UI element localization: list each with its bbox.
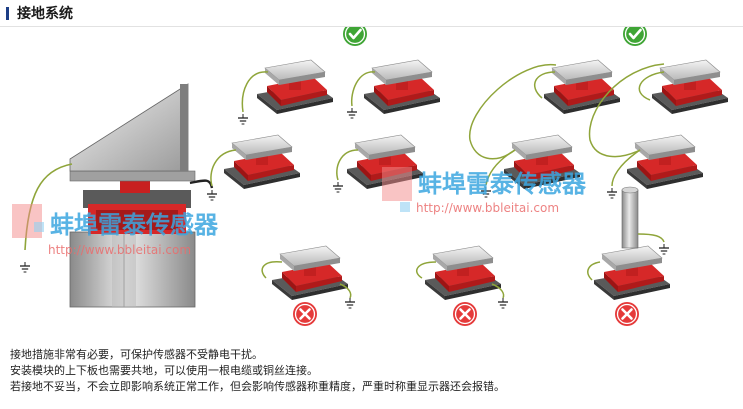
mount-ok-3 [535,60,620,114]
grounding-diagram: 蚌埠雷泰传感器 http://www.bbleitai.com 蚌埠雷泰传感器 … [0,27,743,345]
header-accent-bar [6,7,9,20]
caption-line-3: 若接地不妥当，不会立即影响系统正常工作，但会影响传感器称重精度，严重时称重显示器… [10,379,730,395]
svg-text:http://www.bbleitai.com: http://www.bbleitai.com [48,243,191,257]
mount-bad-3 [588,187,670,300]
mount-ok-1 [238,60,333,124]
caption-line-2: 安装模块的上下板也需要共地，可以使用一根电缆或铜丝连接。 [10,363,730,379]
mount-bad-1 [262,246,355,308]
x-circle-icon [293,302,317,326]
svg-text:蚌埠雷泰传感器: 蚌埠雷泰传感器 [418,170,587,198]
x-circle-icon [453,302,477,326]
section-header: 接地系统 [6,4,73,22]
mount-ok-4 [639,60,728,114]
mount-ok-2 [347,60,440,118]
caption-line-1: 接地措施非常有必要，可保护传感器不受静电干扰。 [10,347,730,363]
x-circle-icon [615,302,639,326]
check-circle-icon [623,27,647,46]
watermark-left: 蚌埠雷泰传感器 http://www.bbleitai.com [12,204,219,257]
svg-text:蚌埠雷泰传感器: 蚌埠雷泰传感器 [50,211,219,239]
caption-text: 接地措施非常有必要，可保护传感器不受静电干扰。 安装模块的上下板也需要共地，可以… [10,347,730,395]
check-circle-icon [343,27,367,46]
mount-ok-5 [211,135,300,189]
tank-illustration [20,84,217,307]
svg-text:http://www.bbleitai.com: http://www.bbleitai.com [416,201,559,215]
section-title: 接地系统 [17,3,73,23]
mount-bad-2 [417,246,508,308]
